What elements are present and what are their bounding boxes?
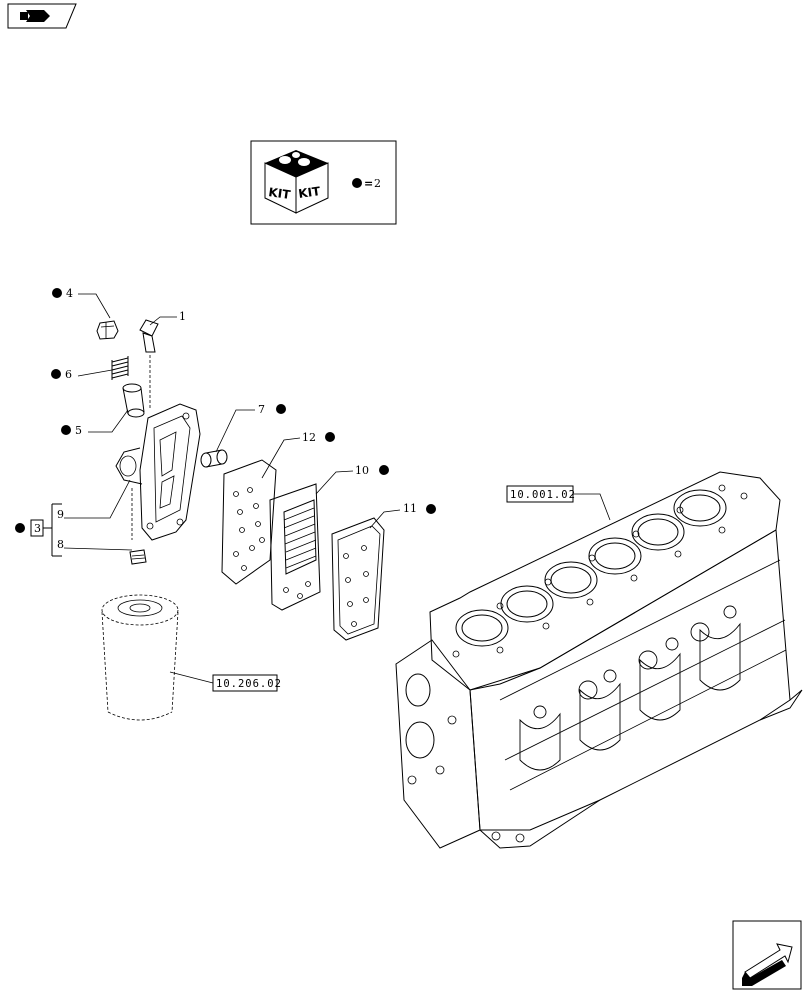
- callout-10-label: 10: [355, 464, 369, 477]
- plug-part: [96, 320, 119, 340]
- kit-bullet-icon: [52, 288, 62, 298]
- bolt-part: [139, 319, 159, 410]
- gasket-11-part: [331, 517, 385, 641]
- ref-10-001-02[interactable]: 10.001.02: [506, 485, 611, 521]
- callout-1-label: 1: [179, 310, 186, 323]
- callout-3-label: 3: [34, 522, 41, 535]
- filter-support-body: [115, 403, 201, 541]
- callout-group-3-8-9[interactable]: 3 9 8: [15, 479, 133, 557]
- gasket-12-part: [221, 459, 277, 585]
- bushing-part: [200, 449, 228, 468]
- callout-4-label: 4: [66, 287, 73, 300]
- engine-block-part: [395, 471, 803, 849]
- kit-bullet-icon: [276, 404, 286, 414]
- kit-bullet-icon: [61, 425, 71, 435]
- callout-12[interactable]: 12: [261, 431, 335, 479]
- callout-8-label: 8: [57, 538, 64, 551]
- kit-equals: =: [364, 177, 373, 190]
- kit-box-icon: KIT KIT: [264, 150, 329, 214]
- kit-bullet-icon: [352, 178, 362, 188]
- ref-10-206-02[interactable]: 10.206.02: [169, 671, 282, 692]
- valve-sleeve-part: [122, 383, 145, 418]
- oil-cooler-part: [269, 483, 321, 611]
- callout-12-label: 12: [302, 431, 316, 444]
- kit-label-right: KIT: [297, 184, 321, 201]
- callout-10[interactable]: 10: [315, 464, 389, 495]
- fitting-part: [129, 549, 147, 565]
- callout-4[interactable]: 4: [52, 287, 111, 319]
- kit-bullet-icon: [15, 523, 25, 533]
- ref-10-206-02-label: 10.206.02: [216, 678, 282, 690]
- callout-7-label: 7: [258, 403, 265, 416]
- callout-11-label: 11: [403, 502, 417, 515]
- callout-9-label: 9: [57, 508, 64, 521]
- callout-7[interactable]: 7: [215, 403, 286, 453]
- kit-legend: KIT KIT = 2: [250, 140, 397, 225]
- kit-bullet-icon: [379, 465, 389, 475]
- kit-bullet-icon: [426, 504, 436, 514]
- book-navigation-icon[interactable]: [7, 3, 77, 29]
- callout-6[interactable]: 6: [51, 368, 113, 381]
- kit-label-left: KIT: [268, 185, 292, 202]
- callout-11[interactable]: 11: [369, 502, 436, 529]
- kit-bullet-icon: [325, 432, 335, 442]
- callout-5[interactable]: 5: [61, 409, 129, 437]
- next-page-arrow-icon[interactable]: [732, 920, 802, 990]
- kit-number: 2: [374, 177, 381, 190]
- ref-10-001-02-label: 10.001.02: [510, 489, 576, 501]
- callout-6-label: 6: [65, 368, 72, 381]
- oil-filter-cartridge: [101, 594, 179, 721]
- spring-part: [111, 356, 129, 380]
- kit-bullet-icon: [51, 369, 61, 379]
- callout-5-label: 5: [75, 424, 82, 437]
